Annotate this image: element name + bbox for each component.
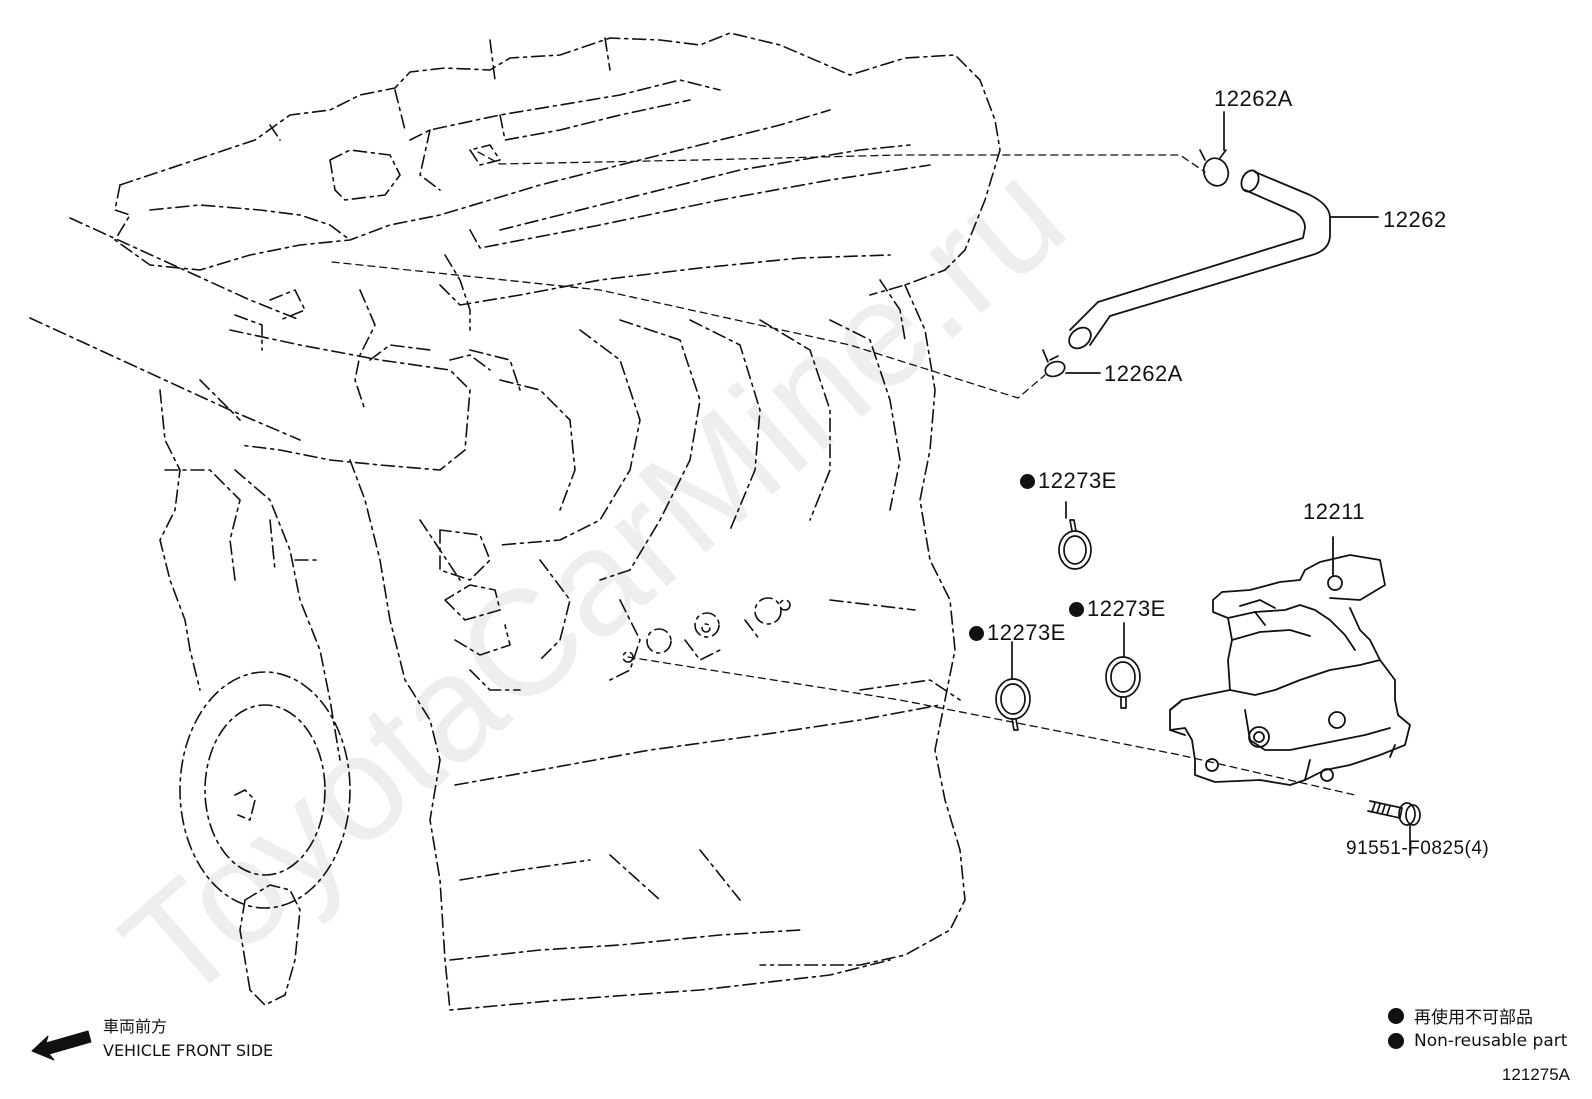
non-reusable-dot-icon (969, 626, 984, 641)
legend-text-jp: 再使用不可部品 (1414, 1008, 1533, 1028)
non-reusable-dot-icon (1388, 1007, 1404, 1024)
non-reusable-dot-icon (1020, 474, 1035, 489)
part-number: 12273E (987, 620, 1066, 645)
illustration-code: 121275A (1501, 1065, 1570, 1084)
gasket-3 (1105, 622, 1141, 709)
front-label-en: VEHICLE FRONT SIDE (103, 1041, 274, 1060)
clip-top (1199, 111, 1230, 187)
label-hose[interactable]: 12262 (1383, 207, 1447, 233)
legend-row-jp: 再使用不可部品 (1388, 1003, 1567, 1028)
engine-phantom-outline (29, 32, 1001, 1011)
part-number: 12211 (1303, 499, 1366, 524)
non-reusable-dot-icon (1069, 602, 1084, 617)
label-clip-top[interactable]: 12262A (1214, 86, 1293, 112)
front-label-jp: 車両前方 (103, 1017, 168, 1036)
clip-bottom (1042, 349, 1101, 378)
part-number: 12262 (1383, 207, 1447, 232)
ventilation-hose (1068, 169, 1379, 350)
non-reusable-dot-icon (1388, 1032, 1404, 1049)
legend-text-en: Non-reusable part (1414, 1030, 1568, 1051)
label-bolt[interactable]: 91551-F0825(4) (1346, 838, 1489, 860)
legend: 再使用不可部品 Non-reusable part (1388, 1003, 1567, 1053)
label-clip-bottom[interactable]: 12262A (1104, 361, 1183, 387)
part-number: 91551-F0825(4) (1346, 838, 1490, 859)
part-number: 12273E (1038, 468, 1117, 493)
gasket-1 (1058, 501, 1092, 570)
phantom-guide-lines (331, 151, 1356, 796)
part-number: 12262A (1214, 86, 1293, 111)
legend-row-en: Non-reusable part (1388, 1028, 1567, 1053)
flange-bolt (1367, 800, 1421, 856)
label-gasket-3[interactable]: 12273E (1069, 596, 1166, 622)
label-separator[interactable]: 12211 (1303, 499, 1365, 525)
part-number: 12273E (1087, 596, 1166, 621)
part-number: 12262A (1104, 361, 1183, 386)
vehicle-front-indicator: 車両前方 VEHICLE FRONT SIDE (103, 1015, 273, 1063)
oil-separator (1169, 536, 1411, 786)
gasket-2 (995, 641, 1031, 731)
label-gasket-1[interactable]: 12273E (1020, 468, 1117, 494)
label-gasket-2[interactable]: 12273E (969, 620, 1066, 646)
front-arrow-icon (31, 1030, 92, 1061)
